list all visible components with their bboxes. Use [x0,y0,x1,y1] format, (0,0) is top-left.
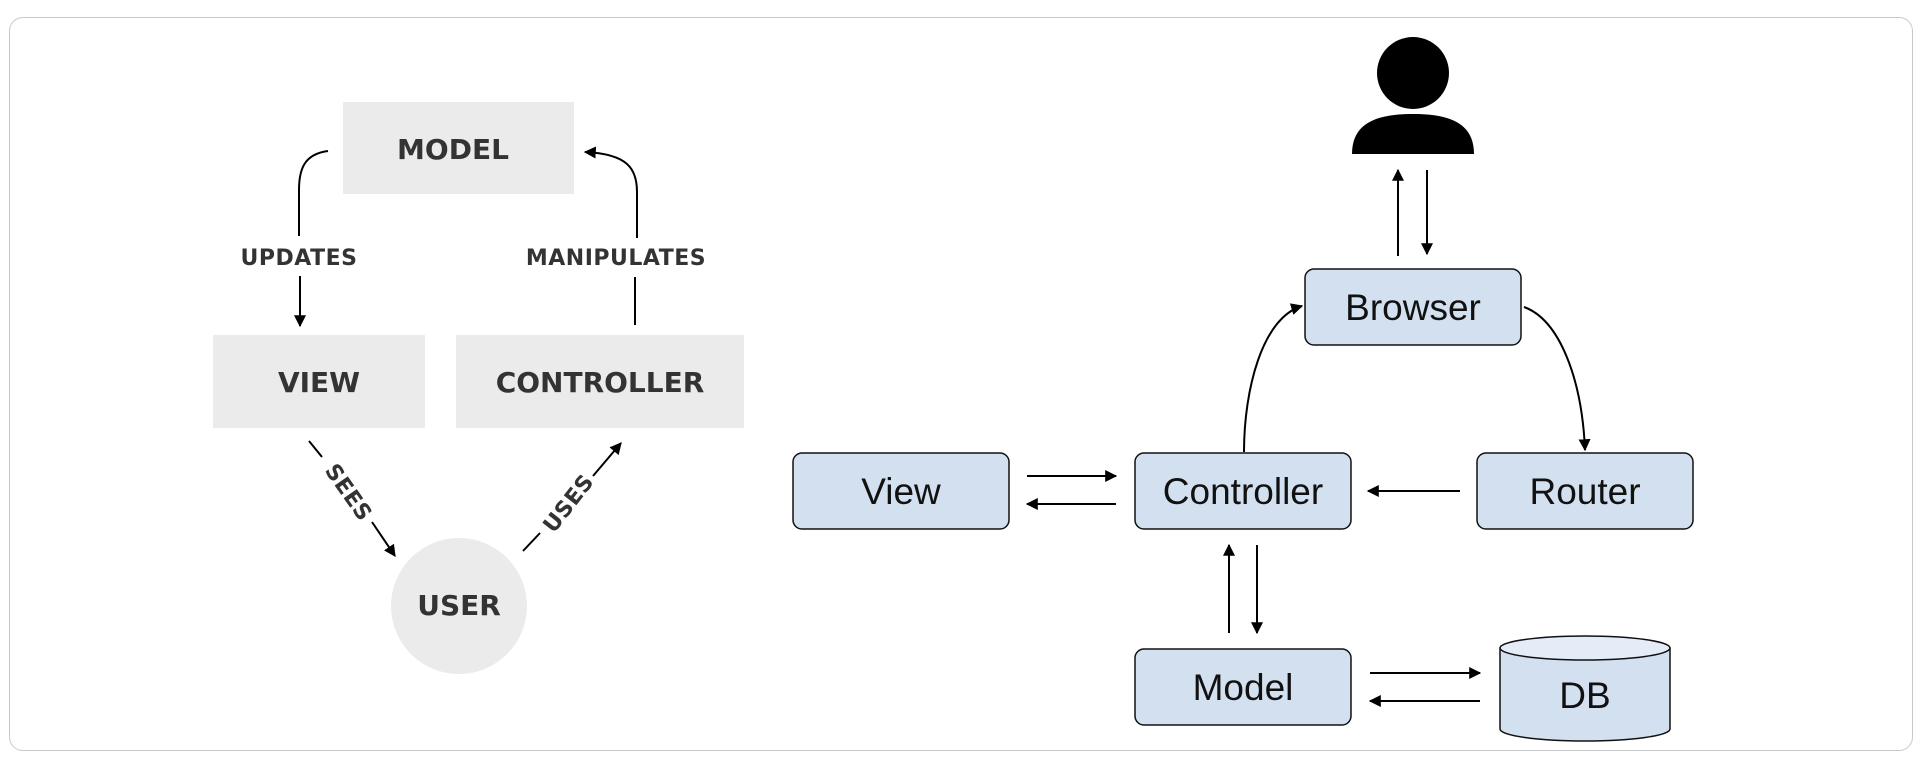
controller-node-label: Controller [1163,471,1323,512]
controller-to-browser-arrow [1243,303,1304,453]
sees-connector-top [308,440,323,458]
user-icon [1352,37,1474,154]
uses-connector-bottom [522,532,541,552]
user-circle-label: USER [417,589,501,622]
browser-to-router-arrow [1523,306,1591,452]
sees-label: SEES [319,460,376,527]
model-node-label: Model [1193,667,1294,708]
view-box-label: VIEW [278,366,360,399]
controller-box-label: CONTROLLER [496,366,705,399]
model-box: MODEL [343,102,574,194]
uses-arrow [592,442,622,477]
mvc-concept-diagram: MODEL VIEW CONTROLLER USER UPDATES MANIP… [213,102,744,674]
updates-connector-top [298,150,329,236]
router-node: Router [1476,452,1694,530]
db-cylinder-label: DB [1559,675,1610,716]
router-node-label: Router [1529,471,1640,512]
model-node: Model [1134,648,1352,726]
model-box-label: MODEL [397,133,509,166]
db-cylinder: DB [1499,635,1671,742]
uses-label: USES [539,470,600,538]
view-node-label: View [861,471,941,512]
updates-label: UPDATES [241,246,358,271]
sees-arrow [371,521,396,557]
manipulates-arrow [583,146,638,238]
browser-box: Browser [1304,268,1522,346]
web-mvc-flow-diagram: Browser View Controller Router Model DB [792,37,1694,742]
view-box: VIEW [213,335,425,428]
browser-box-label: Browser [1345,287,1481,328]
controller-node: Controller [1134,452,1352,530]
controller-box: CONTROLLER [456,335,744,428]
manipulates-label: MANIPULATES [526,246,706,271]
user-circle: USER [391,538,527,674]
view-node: View [792,452,1010,530]
